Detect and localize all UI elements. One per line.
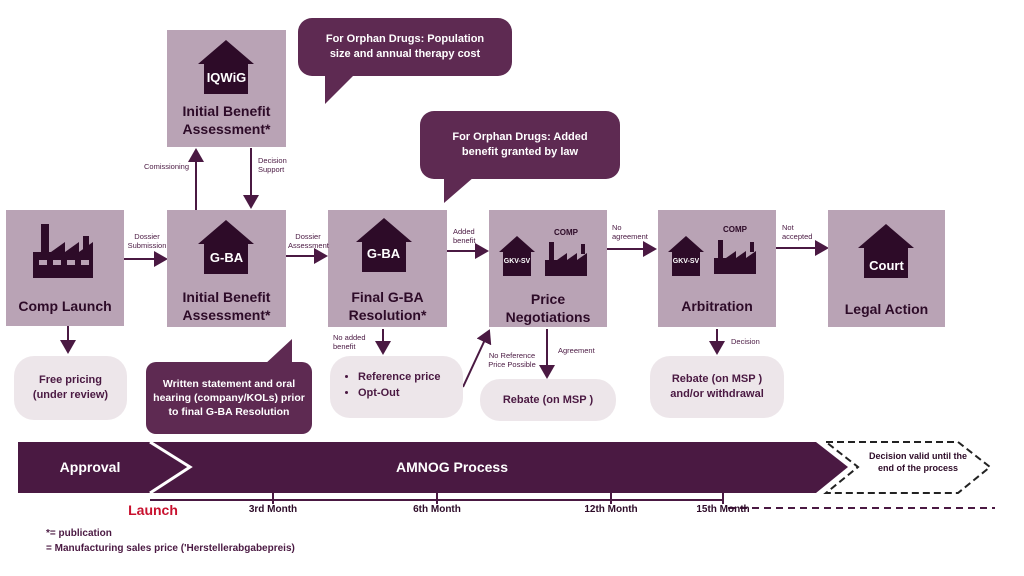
amnog-label: AMNOG Process	[395, 459, 509, 475]
callout-orphan-population-text: For Orphan Drugs: Population size and an…	[325, 33, 485, 60]
footnote-msp: = Manufacturing sales price ('Hersteller…	[46, 543, 295, 554]
reference-price-pill: Reference price Opt-Out	[330, 356, 463, 418]
free-pricing-text: Free pricing (under review)	[32, 374, 109, 401]
label-no-agreement: No agreement	[612, 223, 648, 241]
house-icon	[499, 236, 535, 276]
house-icon	[198, 40, 254, 94]
house-icon	[858, 224, 914, 278]
factory-icon	[33, 224, 93, 278]
gba-initial-tag: G-BA	[209, 250, 244, 265]
comp-launch-box: Comp Launch	[6, 210, 124, 326]
label-dossier-assessment: Dossier Assessment	[288, 232, 329, 250]
house-icon	[356, 218, 412, 272]
label-not-accepted: Not accepted	[782, 223, 813, 241]
arbitration-box: GKV-SV COMP Arbitration	[658, 210, 776, 327]
arb-gkv-tag: GKV-SV	[672, 258, 700, 265]
court-tag: Court	[869, 258, 904, 273]
gba-initial-label: Initial Benefit Assessment*	[182, 289, 271, 323]
callout-written-statement: Written statement and oral hearing (comp…	[146, 362, 312, 434]
house-icon	[198, 220, 254, 274]
gba-final-label: Final G-BA Resolution*	[348, 289, 427, 323]
callout-orphan-population: For Orphan Drugs: Population size and an…	[298, 18, 512, 76]
factory-icon	[714, 240, 756, 274]
iqwig-tag: IQWiG	[206, 70, 247, 85]
approval-divider	[149, 440, 193, 495]
factory-icon	[545, 242, 587, 276]
label-no-added-benefit: No added benefit	[333, 333, 366, 351]
rebate-withdrawal-text: Rebate (on MSP ) and/or withdrawal	[670, 373, 764, 400]
label-no-reference: No Reference Price Possible	[488, 351, 536, 369]
gba-final-box: G-BA Final G-BA Resolution*	[328, 210, 447, 327]
price-comp-tag: COMP	[554, 228, 578, 237]
opt-out-item: Opt-Out	[358, 387, 441, 399]
callout-written-statement-text: Written statement and oral hearing (comp…	[153, 378, 305, 418]
decision-valid-arrow	[823, 441, 992, 494]
month-15-label: 15th Month	[696, 504, 750, 515]
month-12-label: 12th Month	[584, 504, 638, 515]
label-decision-support: Decision Support	[258, 156, 287, 174]
arb-label: Arbitration	[681, 298, 753, 314]
month-3-label: 3rd Month	[248, 504, 298, 515]
gba-initial-box: G-BA Initial Benefit Assessment*	[167, 210, 286, 327]
month-6-label: 6th Month	[413, 504, 461, 515]
label-agreement: Agreement	[558, 346, 595, 355]
legal-label: Legal Action	[844, 301, 929, 317]
label-comissioning: Comissioning	[144, 162, 190, 171]
rebate-pill: Rebate (on MSP )	[480, 379, 616, 421]
label-dossier-submission: Dossier Submission	[127, 232, 167, 250]
price-label: Price Negotiations	[505, 291, 591, 325]
approval-label: Approval	[59, 459, 121, 475]
house-icon	[668, 236, 704, 276]
rebate-text: Rebate (on MSP )	[502, 394, 594, 406]
gba-final-tag: G-BA	[366, 246, 401, 261]
iqwig-label: Initial Benefit Assessment*	[182, 103, 271, 137]
rebate-withdrawal-pill: Rebate (on MSP ) and/or withdrawal	[650, 356, 784, 418]
reference-price-item: Reference price	[358, 371, 441, 383]
arb-comp-tag: COMP	[723, 225, 747, 234]
callout-orphan-benefit: For Orphan Drugs: Added benefit granted …	[420, 111, 620, 179]
comp-launch-label: Comp Launch	[18, 298, 112, 314]
arrow-ref-to-price	[462, 329, 492, 388]
label-decision: Decision	[731, 337, 760, 346]
callout-orphan-benefit-text: For Orphan Drugs: Added benefit granted …	[452, 131, 588, 158]
price-negotiations-box: GKV-SV COMP Price Negotiations	[489, 210, 607, 327]
iqwig-box: IQWiG Initial Benefit Assessment*	[167, 30, 286, 147]
footnote-publication: *= publication	[46, 528, 112, 539]
amnog-arrow	[18, 442, 848, 493]
label-added-benefit: Added benefit	[453, 227, 476, 245]
legal-action-box: Court Legal Action	[828, 210, 945, 327]
free-pricing-pill: Free pricing (under review)	[14, 356, 127, 420]
price-gkv-tag: GKV-SV	[503, 258, 531, 265]
decision-valid-label: Decision valid until the end of the proc…	[868, 451, 967, 473]
launch-label: Launch	[128, 502, 178, 518]
